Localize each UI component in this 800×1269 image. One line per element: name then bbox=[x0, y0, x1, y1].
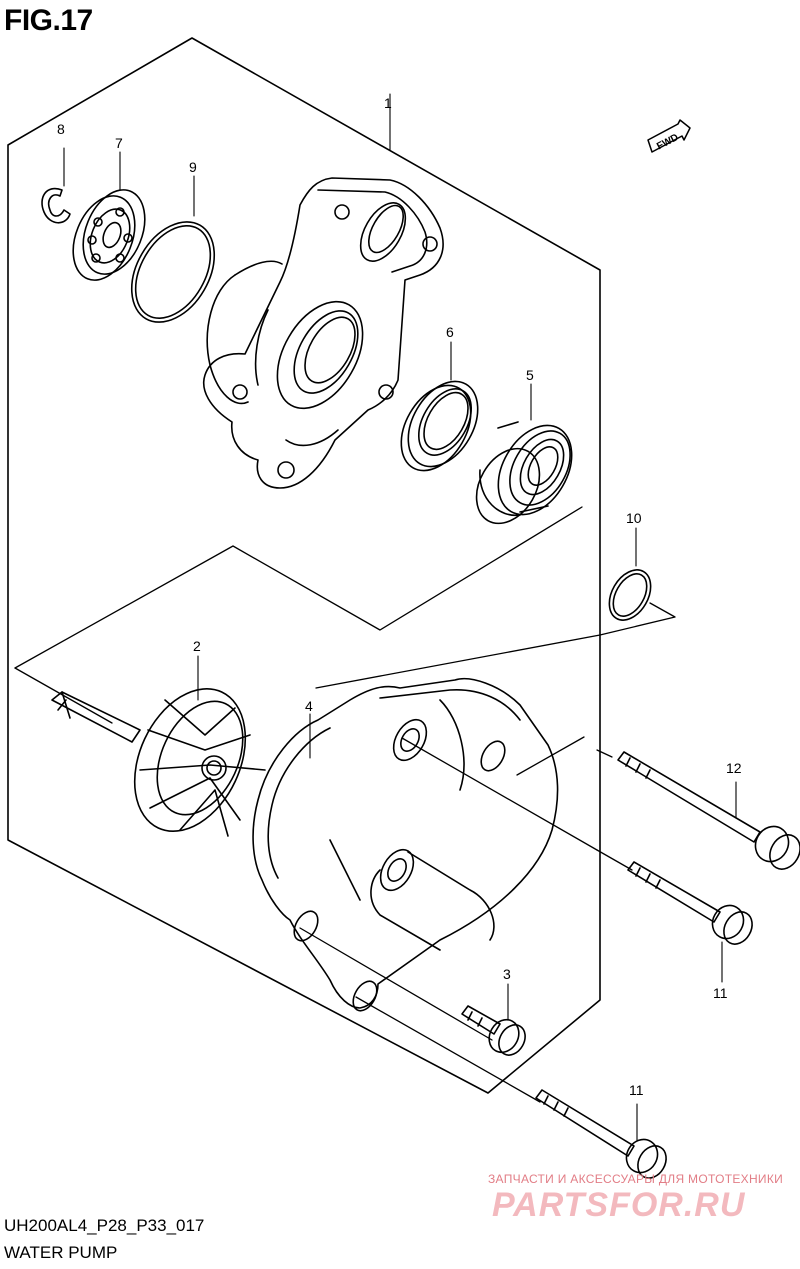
callout-6: 6 bbox=[446, 324, 454, 340]
callout-11-lower: 11 bbox=[629, 1082, 644, 1098]
callout-11-upper: 11 bbox=[713, 985, 728, 1001]
callout-12: 12 bbox=[726, 760, 742, 776]
bolt-part-12 bbox=[617, 751, 800, 870]
bolt-part-11-upper bbox=[627, 861, 753, 983]
mechanical-seal-part-5 bbox=[475, 383, 573, 525]
fwd-arrow-icon: FWD bbox=[647, 119, 691, 153]
figure-code: UH200AL4_P28_P33_017 bbox=[4, 1216, 205, 1235]
watermark-tagline: ЗАПЧАСТИ И АКСЕССУАРЫ ДЛЯ МОТОТЕХНИКИ bbox=[488, 1172, 784, 1186]
watermark-logo: PARTSFOR.RU bbox=[492, 1186, 746, 1224]
callout-numbers: 1 2 3 4 5 6 7 8 9 10 11 11 12 bbox=[57, 95, 742, 1098]
oil-seal-part-6 bbox=[400, 341, 479, 472]
pump-housing-part-1 bbox=[203, 93, 444, 489]
impeller-part-2 bbox=[51, 655, 266, 837]
bolt-part-11-lower bbox=[535, 1089, 667, 1179]
callout-3: 3 bbox=[503, 966, 511, 982]
callout-8: 8 bbox=[57, 121, 65, 137]
callout-4: 4 bbox=[305, 698, 313, 714]
fig-title: FIG.17 bbox=[4, 4, 93, 37]
circlip-part-8 bbox=[41, 147, 71, 224]
pump-cover-part-4 bbox=[252, 678, 559, 1012]
bolt-part-3 bbox=[461, 983, 526, 1056]
o-ring-part-10 bbox=[608, 527, 652, 621]
bearing-part-7 bbox=[72, 151, 146, 281]
assembly-frame bbox=[7, 37, 601, 1094]
callout-2: 2 bbox=[193, 638, 201, 654]
callout-10: 10 bbox=[626, 510, 642, 526]
callout-1: 1 bbox=[384, 95, 392, 111]
o-ring-part-9 bbox=[130, 175, 216, 323]
callout-5: 5 bbox=[526, 367, 534, 383]
callout-9: 9 bbox=[189, 159, 197, 175]
subassembly-lines bbox=[14, 506, 676, 1103]
callout-7: 7 bbox=[115, 135, 123, 151]
figure-name: WATER PUMP bbox=[4, 1243, 118, 1262]
